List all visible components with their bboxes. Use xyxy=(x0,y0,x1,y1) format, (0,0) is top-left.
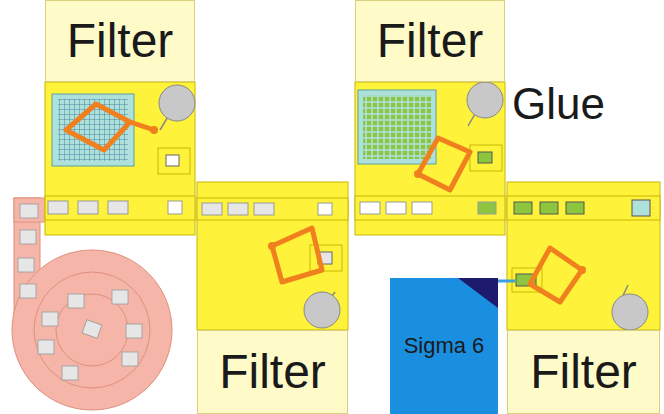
sigma-unit: Sigma 6 xyxy=(390,278,498,414)
filter-module xyxy=(498,182,660,330)
corner-mark xyxy=(458,278,498,308)
filter-label-box: Filter xyxy=(45,0,195,82)
node-text: Sigma 6 xyxy=(404,335,485,357)
filter-module xyxy=(197,182,348,330)
node-text: Filter xyxy=(67,17,174,65)
filter-label-box: Filter xyxy=(197,330,348,414)
node-text: Filter xyxy=(377,17,484,65)
node-text: Filter xyxy=(219,348,326,396)
node-text: Filter xyxy=(530,348,637,396)
filter-label-box: Filter xyxy=(355,0,505,82)
filter-label-box: Filter xyxy=(507,330,660,414)
filter-module xyxy=(355,82,505,235)
filter-module xyxy=(45,82,195,235)
glue-label: Glue xyxy=(512,82,605,126)
